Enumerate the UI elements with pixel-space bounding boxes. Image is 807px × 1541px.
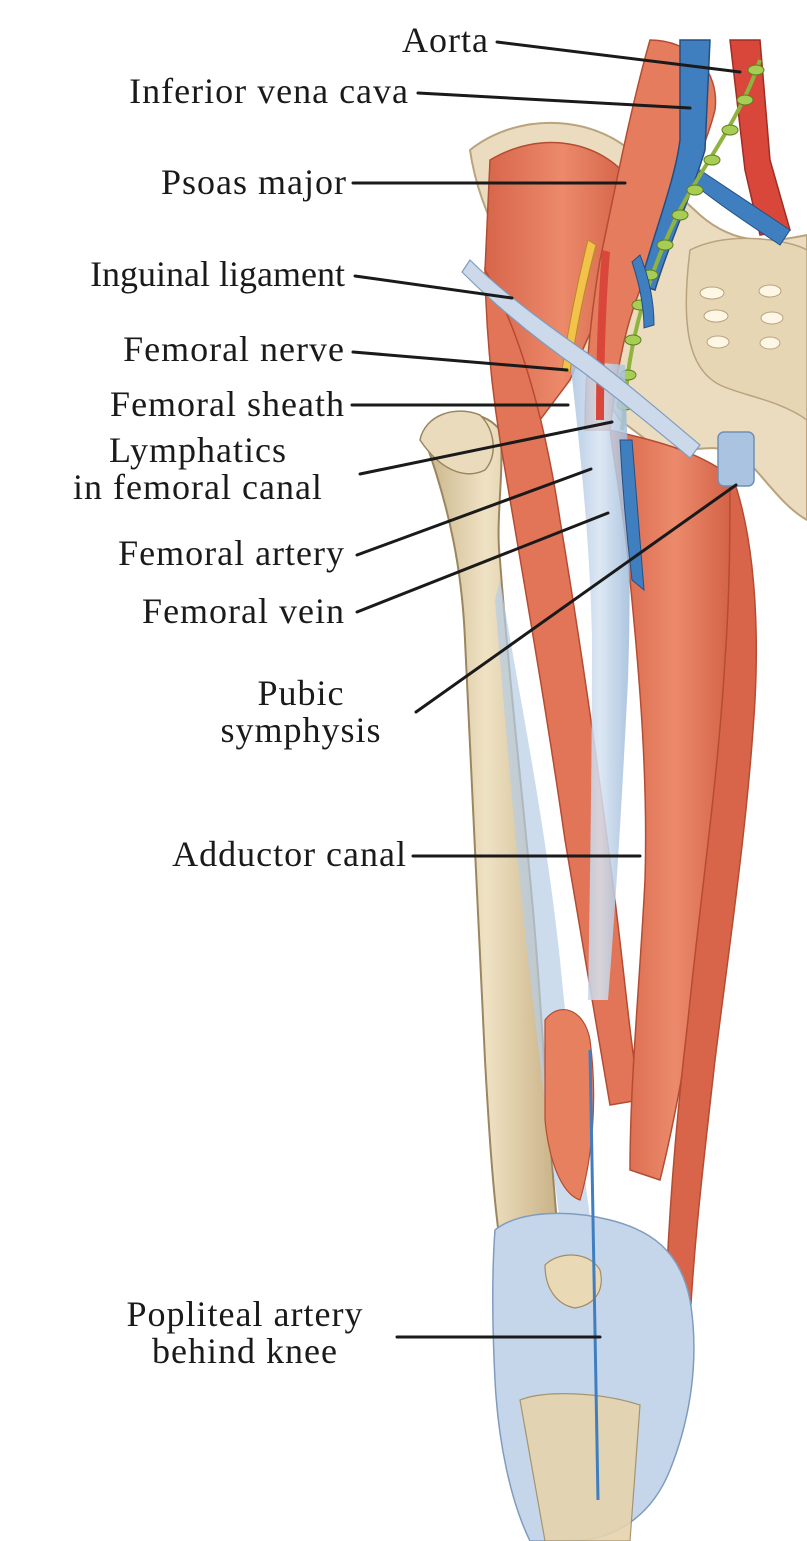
label-inguinal-ligament: Inguinal ligament xyxy=(90,256,345,293)
label-lymphatics-in-femoral-canal: Lymphatics in femoral canal xyxy=(42,432,354,506)
label-adductor-canal: Adductor canal xyxy=(172,836,407,873)
femur-trochanter xyxy=(420,411,493,474)
label-popliteal-line-2: behind knee xyxy=(98,1333,392,1370)
label-femoral-nerve: Femoral nerve xyxy=(123,331,345,368)
label-psoas-major: Psoas major xyxy=(161,164,347,201)
label-inferior-vena-cava: Inferior vena cava xyxy=(129,73,409,110)
sacral-foramen xyxy=(707,336,729,348)
pubic-symphysis-shape xyxy=(718,432,754,486)
sacral-foramen xyxy=(761,312,783,324)
label-femoral-sheath: Femoral sheath xyxy=(110,386,345,423)
label-aorta: Aorta xyxy=(402,22,489,59)
label-femoral-vein: Femoral vein xyxy=(142,593,345,630)
label-popliteal-line-1: Popliteal artery xyxy=(98,1296,392,1333)
label-pubic-line-1: Pubic xyxy=(196,675,406,712)
sacral-foramen xyxy=(760,337,780,349)
label-lymphatics-line-2: in femoral canal xyxy=(42,469,354,506)
sacral-foramen xyxy=(700,287,724,299)
label-lymphatics-line-1: Lymphatics xyxy=(42,432,354,469)
label-popliteal-artery-behind-knee: Popliteal artery behind knee xyxy=(98,1296,392,1370)
label-femoral-artery: Femoral artery xyxy=(118,535,345,572)
label-pubic-line-2: symphysis xyxy=(196,712,406,749)
sacral-foramen xyxy=(704,310,728,322)
sacral-foramen xyxy=(759,285,781,297)
label-pubic-symphysis: Pubic symphysis xyxy=(196,675,406,749)
